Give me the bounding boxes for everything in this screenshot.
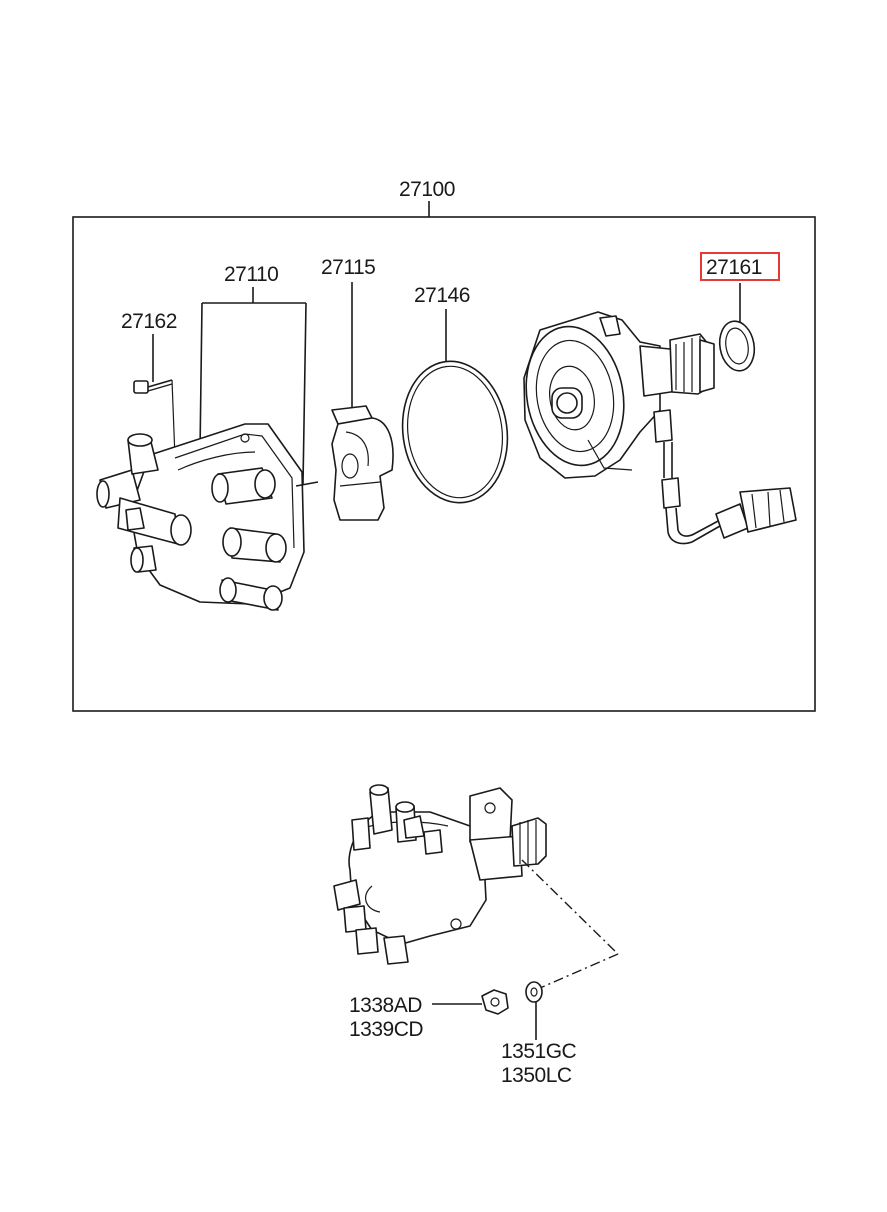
label-1350LC[interactable]: 1350LC xyxy=(501,1064,572,1087)
leader-27110-right xyxy=(302,302,307,485)
label-1351GC[interactable]: 1351GC xyxy=(501,1040,577,1063)
screw-part xyxy=(133,379,173,394)
sensor-cable-part xyxy=(661,477,797,545)
screw-path xyxy=(171,379,176,459)
highlight-box-27161 xyxy=(700,252,780,281)
leader-27110-left xyxy=(199,302,203,453)
nut-part xyxy=(481,989,509,1015)
assembly-frame xyxy=(72,216,816,712)
label-1338AD[interactable]: 1338AD xyxy=(349,994,423,1017)
label-1339CD[interactable]: 1339CD xyxy=(349,1018,424,1041)
label-27100[interactable]: 27100 xyxy=(399,178,455,201)
assembled-distributor-part xyxy=(333,784,547,965)
gasket-part xyxy=(401,360,509,504)
o-ring-part xyxy=(718,320,756,372)
washer-part xyxy=(525,981,543,1003)
label-27110[interactable]: 27110 xyxy=(224,263,279,286)
label-27146[interactable]: 27146 xyxy=(414,284,470,307)
label-27115[interactable]: 27115 xyxy=(321,256,376,279)
dash-line-lower xyxy=(539,953,619,989)
distributor-housing-part xyxy=(523,311,715,479)
distributor-cap-part xyxy=(96,423,319,611)
rotor-part xyxy=(331,405,394,521)
dash-line-upper xyxy=(521,859,619,955)
label-27161[interactable]: 27161 xyxy=(706,256,762,279)
label-27162[interactable]: 27162 xyxy=(121,310,177,333)
